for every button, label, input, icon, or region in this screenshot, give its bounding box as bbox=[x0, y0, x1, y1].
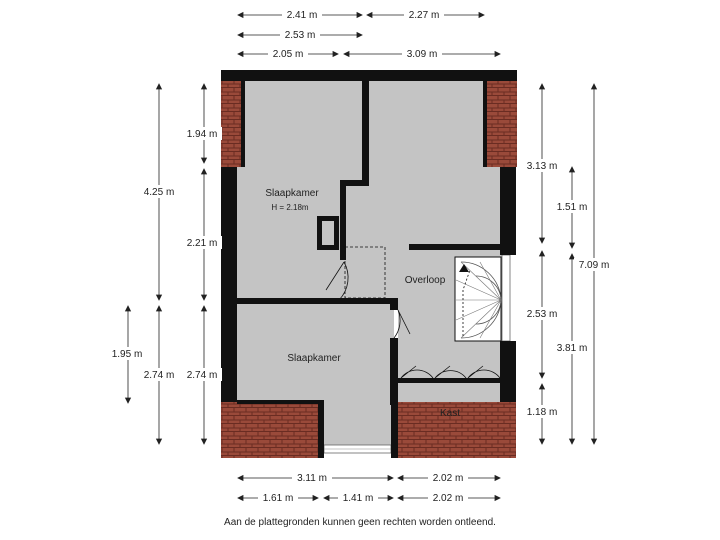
dim-right-6: 1.18 m bbox=[527, 407, 558, 418]
dim-right-2: 1.51 m bbox=[557, 202, 588, 213]
dim-right-1: 3.13 m bbox=[527, 161, 558, 172]
dim-left-3: 2.21 m bbox=[187, 238, 218, 249]
dimension-labels: 2.41 m 2.27 m 2.53 m 2.05 m 3.09 m 3.11 … bbox=[112, 10, 610, 504]
staircase bbox=[454, 256, 502, 342]
dim-top-2: 2.27 m bbox=[409, 10, 440, 21]
doors bbox=[325, 261, 501, 379]
room-label-bedroom-bottom: Slaapkamer bbox=[287, 353, 341, 364]
disclaimer-text: Aan de plattegronden kunnen geen rechten… bbox=[224, 517, 496, 528]
floor-bedroom-bottom bbox=[237, 304, 394, 402]
walls bbox=[221, 70, 517, 458]
dim-top-3: 2.53 m bbox=[285, 30, 316, 41]
hatch-outline bbox=[344, 246, 386, 299]
floor-bedroom-bottom-ext bbox=[321, 400, 394, 445]
dim-right-3: 7.09 m bbox=[579, 260, 610, 271]
dim-top-4: 2.05 m bbox=[273, 49, 304, 60]
chimney-inner bbox=[322, 221, 334, 245]
dim-bottom-5: 2.02 m bbox=[433, 493, 464, 504]
dim-left-2: 1.94 m bbox=[187, 129, 218, 140]
dim-top-1: 2.41 m bbox=[287, 10, 318, 21]
dim-bottom-2: 2.02 m bbox=[433, 473, 464, 484]
dim-bottom-1: 3.11 m bbox=[297, 473, 327, 484]
dim-top-5: 3.09 m bbox=[407, 49, 438, 60]
room-label-closet: Kast bbox=[440, 408, 460, 419]
floor-closet bbox=[398, 383, 502, 402]
room-label-bedroom-top: Slaapkamer bbox=[265, 188, 319, 199]
dimension-label-backgrounds bbox=[108, 8, 614, 504]
room-label-landing: Overloop bbox=[405, 275, 446, 286]
dim-bottom-4: 1.41 m bbox=[343, 493, 374, 504]
room-height-label: H = 2.18m bbox=[271, 203, 308, 212]
dim-left-6: 2.74 m bbox=[187, 370, 218, 381]
dim-bottom-3: 1.61 m bbox=[263, 493, 294, 504]
roof-tiles bbox=[221, 70, 517, 458]
dim-left-1: 4.25 m bbox=[144, 187, 175, 198]
dim-right-5: 3.81 m bbox=[557, 343, 588, 354]
dim-right-4: 2.53 m bbox=[527, 309, 558, 320]
dim-left-5: 2.74 m bbox=[144, 370, 175, 381]
dim-left-4: 1.95 m bbox=[112, 349, 143, 360]
